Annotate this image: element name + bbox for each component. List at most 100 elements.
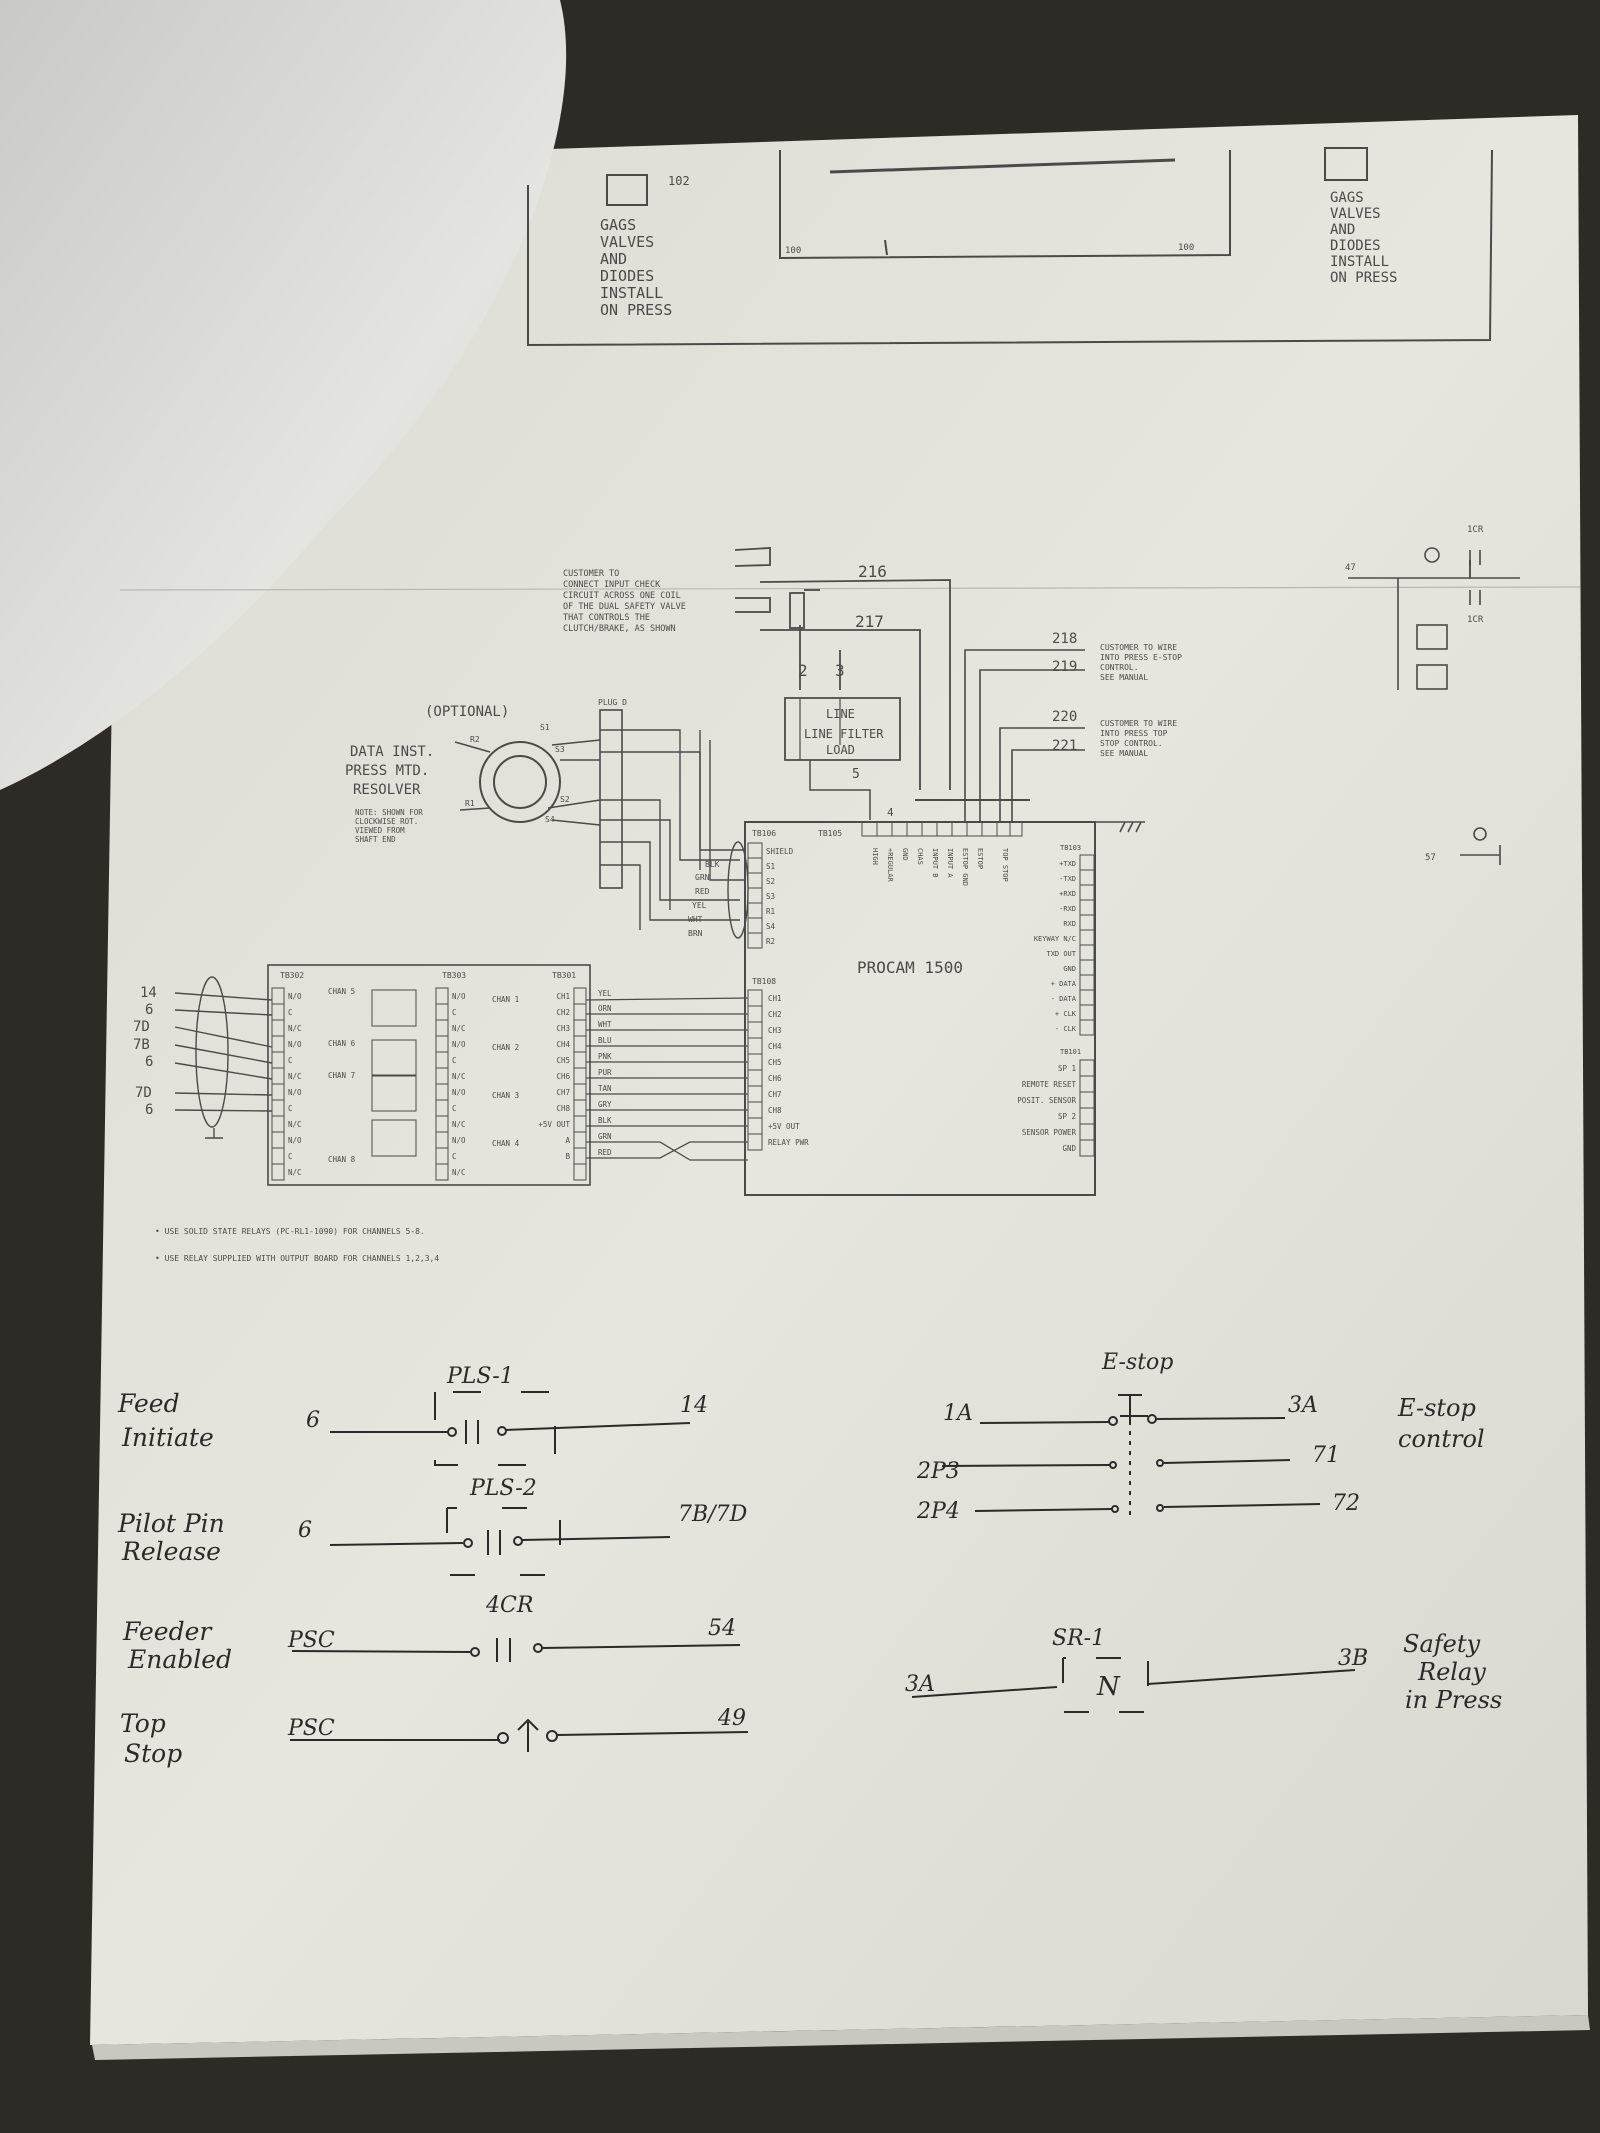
input-check-note: CUSTOMER TO CONNECT INPUT CHECK CIRCUIT … (563, 569, 686, 634)
svg-text:TB302: TB302 (280, 971, 304, 980)
svg-text:6: 6 (306, 1408, 320, 1433)
svg-text:N/C: N/C (288, 1120, 302, 1129)
svg-text:CH5: CH5 (768, 1058, 782, 1067)
svg-text:VIEWED FROM: VIEWED FROM (355, 826, 405, 835)
wire-labels-218-221: 218 219 220 221 (1052, 631, 1077, 754)
svg-text:WHT: WHT (598, 1020, 612, 1029)
svg-text:N/O: N/O (288, 1136, 302, 1145)
svg-text:PLS-1: PLS-1 (446, 1364, 514, 1389)
svg-text:VALVES: VALVES (600, 233, 654, 251)
svg-text:CH7: CH7 (556, 1088, 570, 1097)
svg-text:CH7: CH7 (768, 1090, 782, 1099)
handwritten-left-labels: Feed Initiate Pilot Pin Release Feeder E… (117, 1389, 232, 1768)
svg-text:LOAD: LOAD (826, 743, 855, 757)
svg-text:SR-1: SR-1 (1052, 1626, 1105, 1651)
svg-text:RED: RED (695, 887, 710, 896)
svg-text:S2: S2 (766, 877, 775, 886)
svg-text:5: 5 (852, 767, 860, 782)
svg-text:INPUT B: INPUT B (931, 848, 939, 878)
pls-2-switch (329, 1507, 671, 1576)
svg-text:1CR: 1CR (1467, 615, 1484, 625)
svg-text:Relay: Relay (1417, 1658, 1486, 1686)
svg-text:TB103: TB103 (1060, 844, 1081, 852)
svg-text:GND: GND (1062, 1144, 1076, 1153)
svg-text:LINE FILTER: LINE FILTER (804, 727, 884, 741)
svg-text:Pilot Pin: Pilot Pin (117, 1509, 225, 1538)
svg-text:Stop: Stop (124, 1739, 182, 1768)
svg-text:CHAN 2: CHAN 2 (492, 1043, 519, 1052)
svg-text:GRN: GRN (598, 1132, 612, 1141)
svg-text:CH2: CH2 (556, 1008, 570, 1017)
valve-coil-wiring (734, 547, 951, 790)
pls-1-switch (330, 1391, 691, 1466)
svg-text:-RXD: -RXD (1059, 905, 1076, 913)
svg-text:S2: S2 (560, 795, 570, 804)
svg-text:217: 217 (855, 612, 884, 631)
svg-text:INSTALL: INSTALL (1330, 254, 1389, 270)
svg-text:PRESS MTD.: PRESS MTD. (345, 763, 429, 779)
svg-text:C: C (452, 1104, 457, 1113)
svg-text:S3: S3 (766, 892, 775, 901)
svg-text:-TXD: -TXD (1059, 875, 1076, 883)
svg-text:N/C: N/C (452, 1024, 466, 1033)
svg-text:PLS-2: PLS-2 (469, 1476, 537, 1501)
svg-text:PNK: PNK (598, 1052, 612, 1061)
svg-text:CONNECT INPUT CHECK: CONNECT INPUT CHECK (563, 580, 661, 590)
svg-text:SENSOR POWER: SENSOR POWER (1022, 1128, 1077, 1137)
ground-symbol (1095, 821, 1145, 833)
svg-text:C: C (288, 1056, 293, 1065)
svg-text:54: 54 (708, 1616, 736, 1641)
estop-wiring (915, 649, 1085, 822)
svg-text:Initiate: Initiate (121, 1423, 214, 1452)
svg-text:DATA INST.: DATA INST. (350, 744, 434, 760)
svg-text:3: 3 (835, 661, 845, 680)
svg-text:CH5: CH5 (556, 1056, 570, 1065)
svg-text:CH8: CH8 (768, 1106, 782, 1115)
svg-text:CUSTOMER TO WIRE: CUSTOMER TO WIRE (1100, 643, 1177, 652)
svg-text:C: C (452, 1056, 457, 1065)
svg-text:CH8: CH8 (556, 1104, 570, 1113)
svg-text:INSTALL: INSTALL (600, 284, 663, 302)
svg-text:(OPTIONAL): (OPTIONAL) (425, 704, 509, 720)
svg-text:CHAN 8: CHAN 8 (328, 1155, 356, 1164)
svg-text:YEL: YEL (598, 989, 612, 998)
svg-text:49: 49 (717, 1706, 746, 1731)
svg-text:PROCAM 1500: PROCAM 1500 (857, 958, 963, 977)
svg-text:CHAN 4: CHAN 4 (492, 1139, 520, 1148)
svg-text:1A: 1A (943, 1401, 973, 1426)
svg-text:Feed: Feed (117, 1389, 180, 1418)
svg-text:R1: R1 (766, 907, 775, 916)
svg-text:Release: Release (121, 1537, 221, 1566)
svg-text:Top: Top (120, 1709, 166, 1738)
svg-text:SEE MANUAL: SEE MANUAL (1100, 673, 1148, 682)
svg-text:CH4: CH4 (556, 1040, 570, 1049)
estop-note: CUSTOMER TO WIRE INTO PRESS E-STOP CONTR… (1100, 643, 1182, 682)
svg-text:CONTROL.: CONTROL. (1100, 663, 1139, 672)
svg-text:+RXD: +RXD (1059, 890, 1076, 898)
svg-text:GAGS: GAGS (1330, 190, 1364, 206)
relay-wires (585, 997, 749, 1161)
svg-text:PLUG D: PLUG D (598, 698, 627, 707)
svg-text:Enabled: Enabled (127, 1645, 232, 1674)
svg-text:71: 71 (1312, 1443, 1340, 1468)
svg-text:CH3: CH3 (556, 1024, 570, 1033)
estop-contacts (941, 1394, 1321, 1515)
svg-text:221: 221 (1052, 738, 1077, 754)
svg-text:NOTE: SHOWN FOR: NOTE: SHOWN FOR (355, 808, 423, 817)
cr4-labels: 4CR PSC 54 (287, 1593, 736, 1653)
top-stop-contact (290, 1718, 749, 1752)
svg-text:2: 2 (798, 661, 808, 680)
pls-2-labels: PLS-2 6 7B/7D (298, 1476, 748, 1543)
wire-labels-216-217: 216 217 2 3 (798, 562, 887, 680)
svg-text:INPUT A: INPUT A (946, 848, 954, 878)
svg-text:6: 6 (298, 1518, 312, 1543)
svg-text:BLU: BLU (598, 1036, 612, 1045)
safety-relay-label: Safety Relay in Press (1403, 1630, 1502, 1714)
svg-text:GAGS: GAGS (600, 216, 636, 234)
footnotes: • USE SOLID STATE RELAYS (PC-RL1-1090) F… (155, 1227, 439, 1263)
svg-text:N/O: N/O (288, 1088, 302, 1097)
top-stop-labels: PSC 49 (287, 1706, 746, 1741)
cr4-contact (291, 1638, 741, 1662)
svg-text:BLK: BLK (705, 860, 720, 869)
